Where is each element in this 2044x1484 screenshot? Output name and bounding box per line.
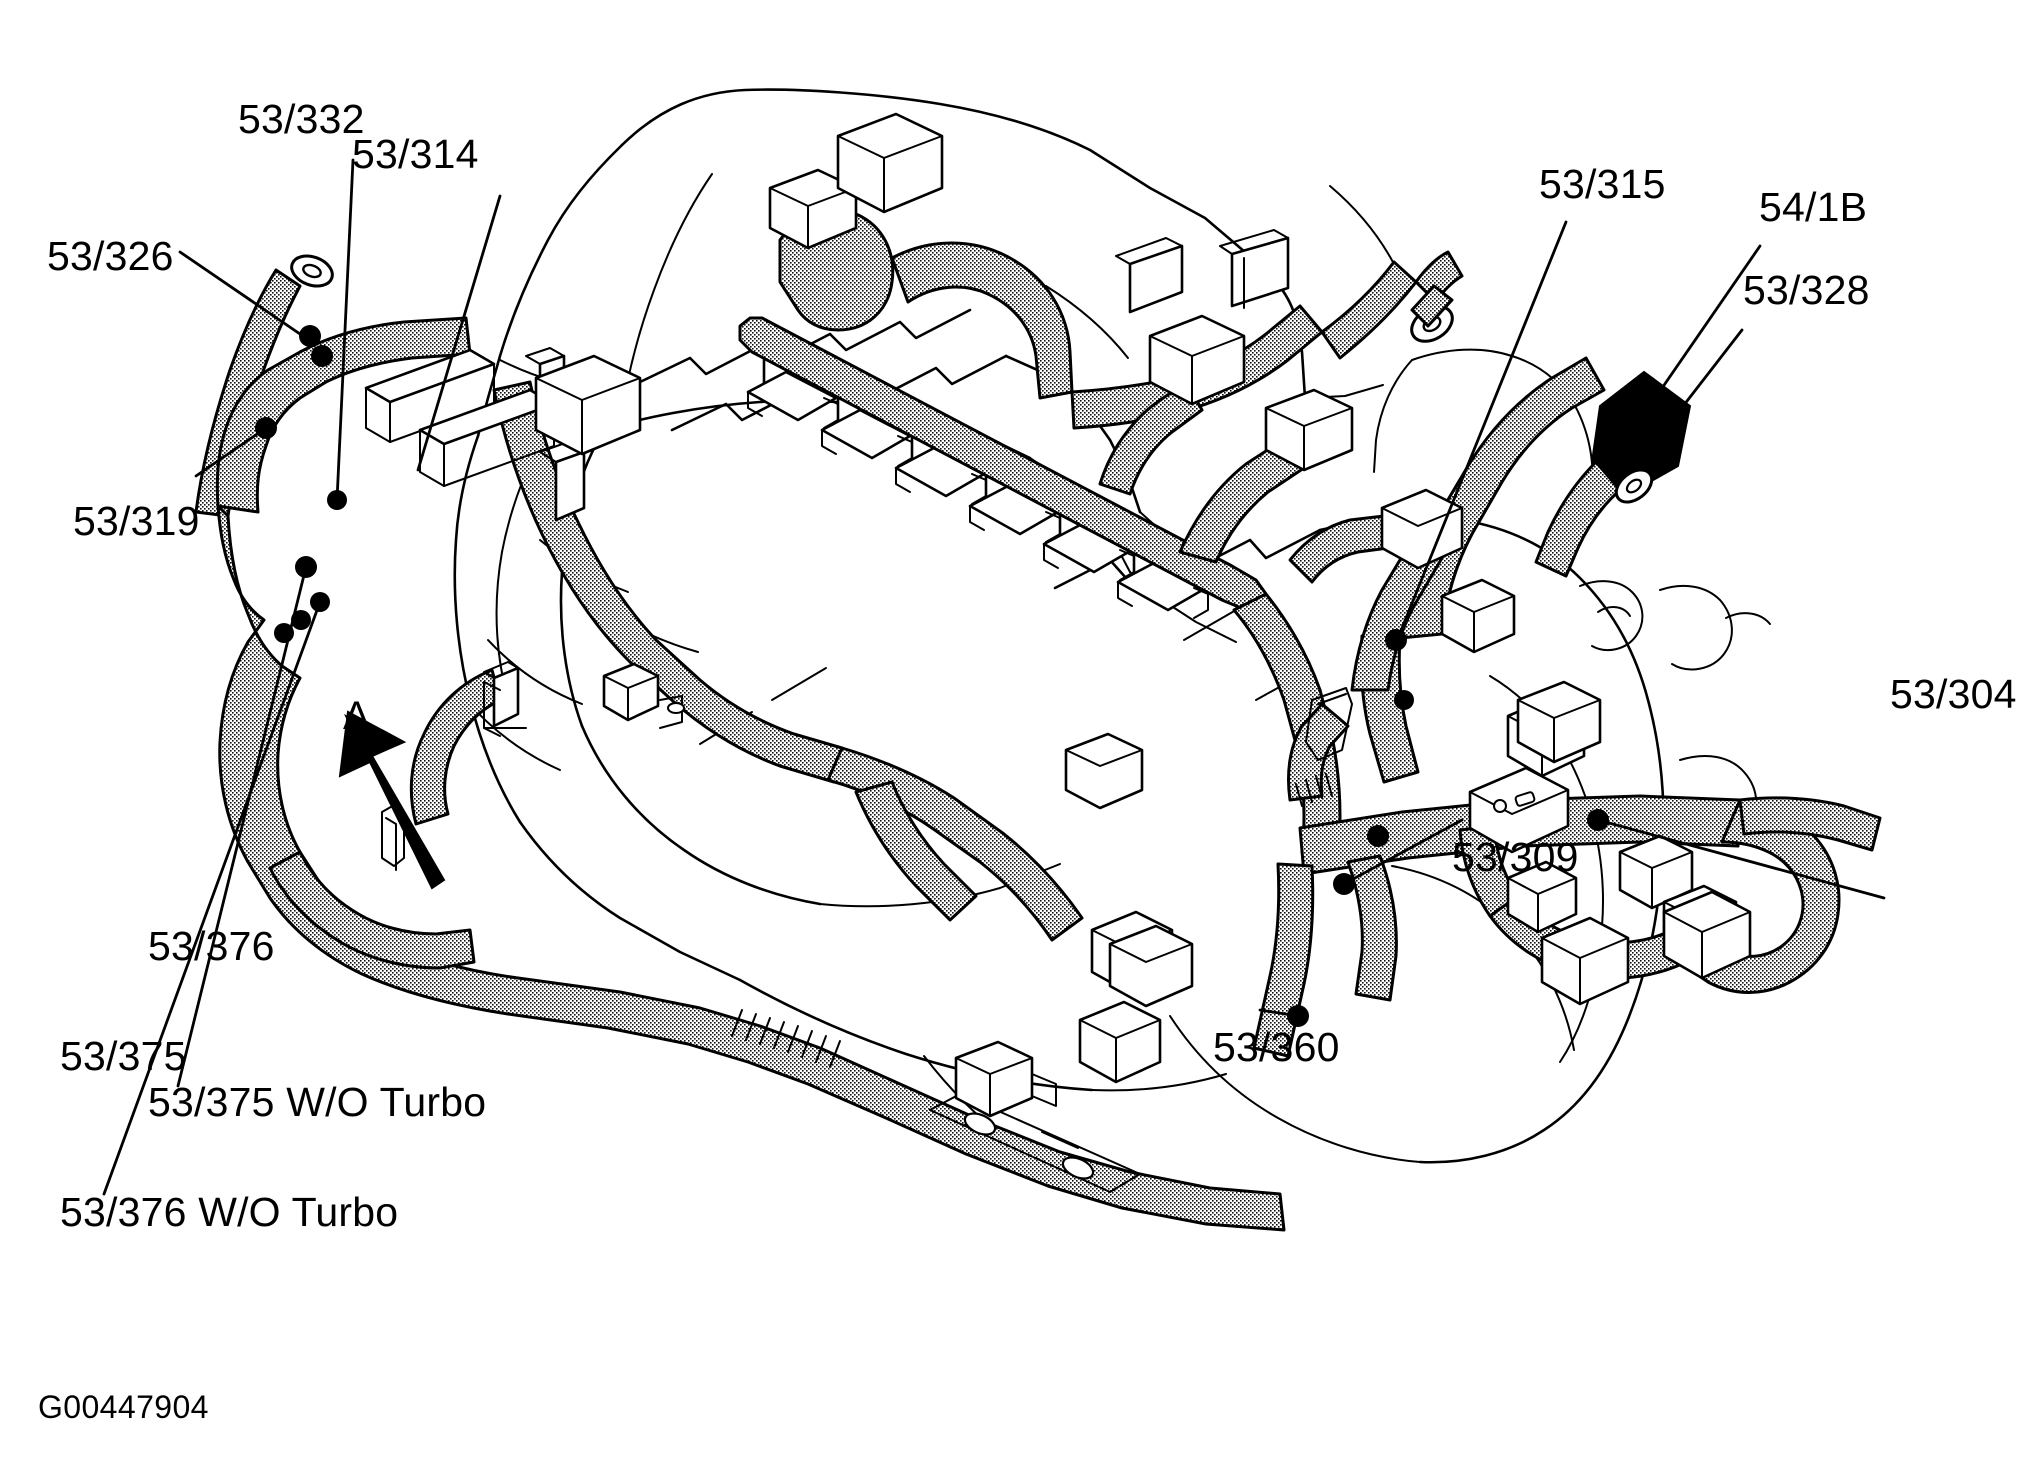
callout-53-309: 53/309: [1452, 834, 1579, 880]
connector-block: [1148, 314, 1246, 406]
leader-53-314: [416, 194, 502, 472]
connector-block: [1108, 924, 1194, 1008]
section-view-arrow: [338, 710, 446, 890]
connector-block: [1264, 388, 1354, 472]
connector-block: [554, 450, 586, 522]
connector-block-group-left: [364, 347, 586, 522]
leader-53-360: [1258, 1008, 1300, 1018]
harness-center-branch: [409, 380, 844, 826]
callout-line: 53/376 W/O Turbo: [60, 1189, 399, 1235]
callout-53-319: 53/319: [73, 498, 200, 544]
leader-53-375a: [102, 600, 322, 1196]
connector-block: [1440, 578, 1516, 654]
callout-53-314: 53/314: [352, 131, 479, 177]
leader-53-315: [1396, 220, 1568, 640]
callout-line: 53/376: [148, 923, 275, 969]
harness-right-junction: [1232, 592, 1882, 1058]
callout-53-326: 53/326: [47, 233, 174, 279]
leader-endpoint-53-315: [1385, 629, 1407, 651]
connector-block-group-top: [768, 112, 1290, 314]
connector-block: [1230, 236, 1290, 308]
harness-bottom-bracket: [929, 1040, 1141, 1193]
black-connector-54-1b: [1590, 370, 1692, 498]
harness-injector-rail: [738, 316, 1268, 612]
callout-53-375-group: 53/375 53/376 W/O Turbo: [60, 926, 398, 1342]
callout-53-304: 53/304: [1890, 671, 2017, 717]
connector-block: [1662, 890, 1752, 980]
connector-block: [534, 354, 642, 456]
leader-endpoint-upper: [311, 345, 333, 367]
connector-block: [1064, 732, 1144, 810]
connector-block: [1128, 244, 1184, 314]
connector-block-group-right: [1108, 680, 1752, 1008]
leader-53-319: [194, 426, 268, 478]
leader-53-332: [335, 158, 355, 502]
connector-block: [1380, 488, 1464, 570]
figure-id-label: G00447904: [38, 1389, 209, 1425]
connector-block: [836, 112, 944, 214]
connector-block: [768, 168, 858, 250]
callout-53-360: 53/360: [1213, 1024, 1340, 1070]
callout-54-1b: 54/1B: [1759, 184, 1868, 230]
callout-53-315: 53/315: [1539, 161, 1666, 207]
leader-53-376a: [176, 565, 308, 1088]
harness-corrugated-section: [731, 1009, 841, 1068]
harness-right-upper: [1350, 356, 1692, 784]
connector-block: [1506, 860, 1578, 934]
callout-53-332: 53/332: [238, 96, 365, 142]
harness-top-right-loop: [778, 207, 1464, 430]
leader-endpoint-aux2: [291, 610, 311, 630]
leader-endpoint-53-315b: [1367, 825, 1389, 847]
callout-53-328: 53/328: [1743, 267, 1870, 313]
harness-upper-right-branches: [1098, 314, 1464, 584]
leader-53-309: [1342, 818, 1464, 886]
connector-block: [602, 662, 660, 722]
connector-block: [1078, 1000, 1162, 1084]
leader-53-328: [1644, 328, 1744, 456]
connector-block: [954, 1040, 1034, 1118]
leader-53-326: [178, 250, 302, 336]
leader-line-group: [102, 158, 1886, 1196]
connector-block: [1540, 916, 1630, 1006]
callout-53-376-group: 53/376 53/375 W/O Turbo: [148, 816, 486, 1232]
callout-line: 53/375: [60, 1033, 187, 1079]
connector-block: [1516, 680, 1602, 764]
leader-53-304: [1596, 818, 1886, 900]
connector-block-center-left: [534, 354, 642, 456]
section-marker-letter-a: A: [343, 694, 370, 738]
connector-block: [492, 666, 520, 728]
callout-line: 53/375 W/O Turbo: [148, 1079, 487, 1125]
leader-54-1b: [1638, 244, 1762, 422]
leader-endpoint-53-326: [299, 325, 321, 347]
leader-endpoint-aux3: [1394, 690, 1414, 710]
